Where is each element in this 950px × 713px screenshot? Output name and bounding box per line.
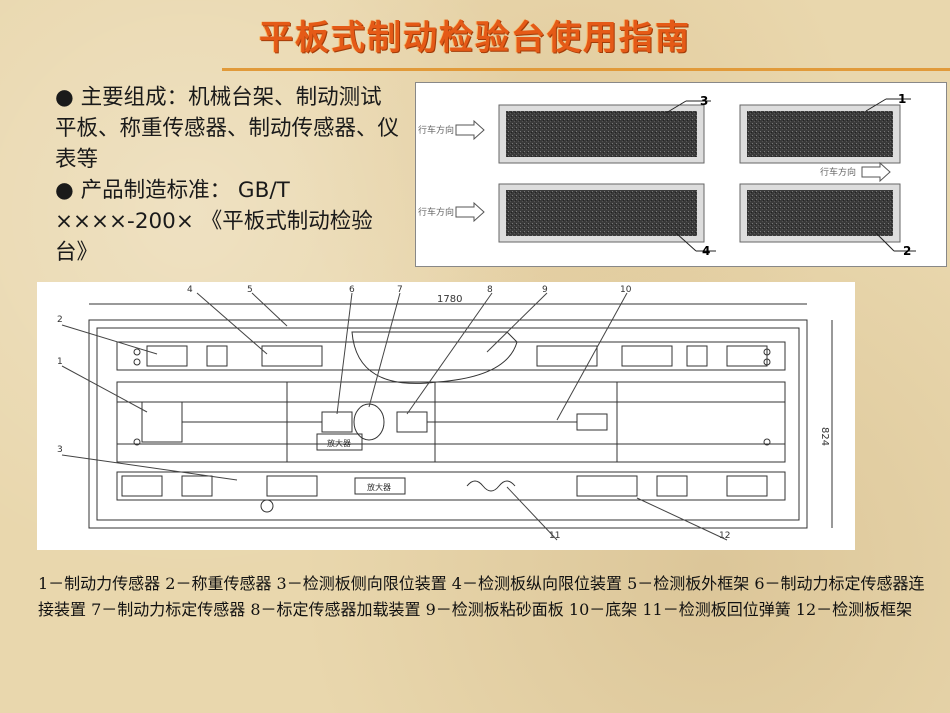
top-rail bbox=[116, 341, 786, 371]
plate-surface bbox=[747, 190, 893, 236]
callout-leaders bbox=[61, 292, 728, 541]
component-block bbox=[621, 345, 673, 367]
direction-label: 行车方向 bbox=[418, 124, 454, 136]
bottom-rail bbox=[116, 471, 786, 501]
component-block bbox=[354, 477, 406, 495]
component-block bbox=[726, 345, 768, 367]
leader-line bbox=[506, 486, 558, 541]
component-block bbox=[261, 345, 323, 367]
leader-line bbox=[336, 292, 353, 415]
bolt bbox=[763, 438, 771, 446]
bolt bbox=[260, 499, 274, 513]
parts-legend: 1－制动力传感器 2－称重传感器 3－检测板侧向限位装置 4－检测板纵向限位装置… bbox=[38, 574, 925, 619]
component-block bbox=[536, 345, 598, 367]
leader-line bbox=[665, 100, 687, 114]
bolt bbox=[133, 348, 141, 356]
callout-5: 5 bbox=[247, 285, 253, 295]
callout-3: 3 bbox=[700, 94, 708, 108]
technical-drawing: 1780 824 放大器 bbox=[37, 282, 855, 550]
page-title: 平板式制动检验台使用指南 bbox=[259, 18, 691, 58]
dimension-width: 1780 bbox=[437, 294, 462, 305]
component-block bbox=[206, 345, 228, 367]
brake-sensor bbox=[141, 401, 183, 443]
callout-3: 3 bbox=[57, 445, 63, 455]
plate-surface bbox=[506, 190, 697, 236]
bolt bbox=[763, 348, 771, 356]
callout-7: 7 bbox=[397, 285, 403, 295]
direction-label: 行车方向 bbox=[418, 206, 454, 218]
direction-arrow-icon bbox=[861, 161, 891, 183]
callout-11: 11 bbox=[549, 531, 560, 541]
sanded-panel bbox=[351, 331, 518, 384]
leader-line bbox=[556, 292, 628, 421]
leader-line bbox=[368, 292, 401, 408]
plate-surface bbox=[506, 111, 697, 157]
spring-seat bbox=[576, 413, 608, 431]
inner-frame bbox=[96, 327, 800, 521]
calibration-sensor bbox=[353, 403, 385, 441]
amplifier-box bbox=[316, 433, 363, 451]
callout-4: 4 bbox=[187, 285, 193, 295]
direction-arrow-icon bbox=[455, 119, 485, 141]
direction-arrow-icon bbox=[455, 201, 485, 223]
component-block bbox=[656, 475, 688, 497]
return-spring bbox=[466, 480, 516, 492]
component-block bbox=[266, 475, 318, 497]
callout-2: 2 bbox=[903, 244, 911, 258]
leader-line bbox=[196, 292, 268, 355]
leader-line bbox=[61, 324, 158, 355]
bolt bbox=[763, 358, 771, 366]
leader-line bbox=[61, 454, 238, 481]
plates-photo-figure: 行车方向 行车方向 行车方向 3 1 4 2 bbox=[418, 92, 916, 258]
leader-line bbox=[486, 292, 548, 353]
callout-4: 4 bbox=[702, 244, 710, 258]
component-block bbox=[576, 475, 638, 497]
bullet-standard: ● 产品制造标准： GB/T ××××-200× 《平板式制动检验台》 bbox=[55, 178, 373, 265]
bullet-list: ● 主要组成：机械台架、制动测试平板、称重传感器、制动传感器、仪表等 ● 产品制… bbox=[55, 82, 400, 268]
bolt bbox=[133, 358, 141, 366]
component-block bbox=[726, 475, 768, 497]
callout-12: 12 bbox=[719, 531, 730, 541]
component-block bbox=[146, 345, 188, 367]
callout-10: 10 bbox=[620, 285, 632, 295]
plates-photo: 行车方向 行车方向 行车方向 3 1 4 2 bbox=[415, 82, 947, 267]
plate-surface bbox=[747, 111, 893, 157]
leader-line bbox=[865, 98, 887, 112]
outer-frame bbox=[88, 319, 808, 529]
amplifier-label: 放大器 bbox=[327, 438, 351, 448]
component-block bbox=[686, 345, 708, 367]
leader-line bbox=[875, 232, 895, 252]
leader-line bbox=[406, 292, 493, 415]
component-block bbox=[121, 475, 163, 497]
callout-9: 9 bbox=[542, 285, 548, 295]
leader-line bbox=[675, 232, 697, 252]
technical-drawing-figure: 1780 824 放大器 bbox=[57, 285, 833, 541]
callout-1: 1 bbox=[898, 92, 906, 106]
leader-line bbox=[61, 365, 148, 413]
callout-6: 6 bbox=[349, 285, 355, 295]
bolt bbox=[133, 438, 141, 446]
callout-labels: 2 1 3 4 5 6 7 8 9 10 11 12 bbox=[57, 285, 730, 541]
calibration-connector bbox=[321, 411, 353, 433]
callout-1: 1 bbox=[57, 357, 63, 367]
direction-label: 行车方向 bbox=[820, 166, 856, 178]
dimension-height: 824 bbox=[819, 427, 830, 446]
leader-line bbox=[636, 497, 728, 541]
base-frame bbox=[116, 381, 786, 463]
component-block bbox=[181, 475, 213, 497]
bullet-composition: ● 主要组成：机械台架、制动测试平板、称重传感器、制动传感器、仪表等 bbox=[55, 85, 400, 172]
leader-line bbox=[251, 292, 288, 327]
callout-8: 8 bbox=[487, 285, 493, 295]
callout-2: 2 bbox=[57, 315, 63, 325]
loading-device bbox=[396, 411, 428, 433]
title-underline bbox=[222, 68, 950, 71]
amplifier-label: 放大器 bbox=[367, 482, 391, 492]
